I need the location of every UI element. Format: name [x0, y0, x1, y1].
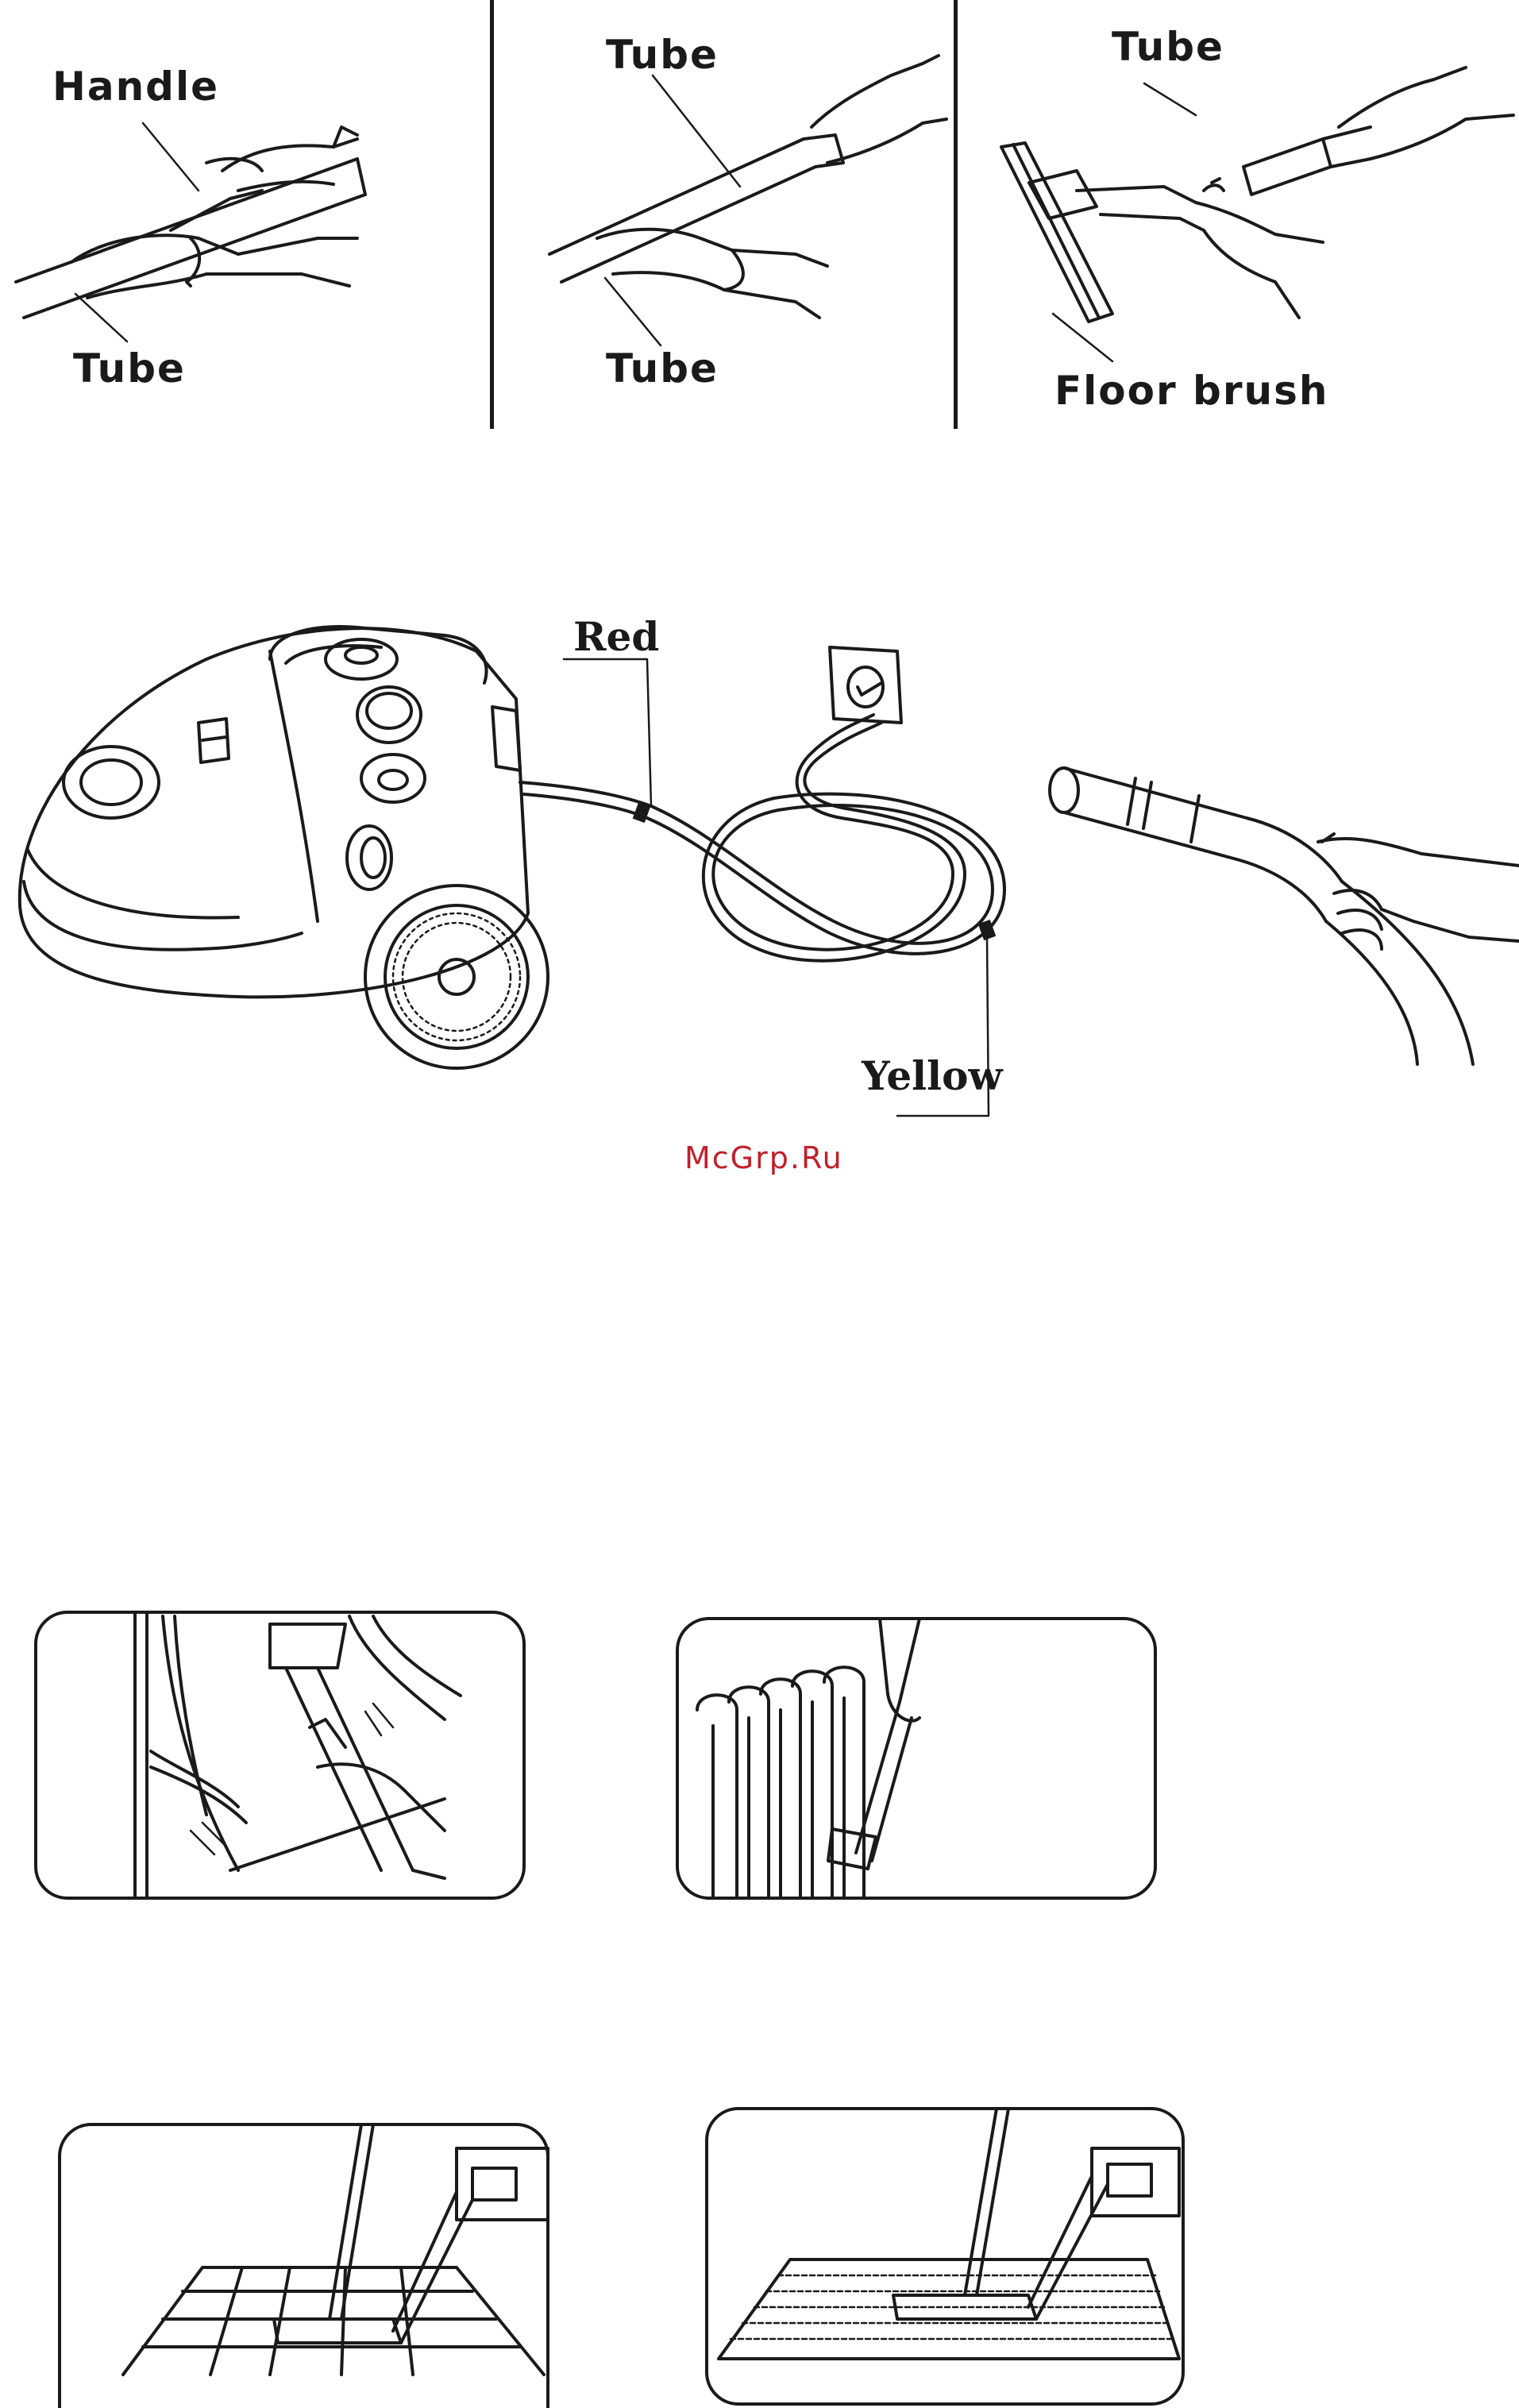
steam-cleaner-illustration — [0, 604, 1032, 1128]
step1-label-tube: Tube — [73, 345, 186, 392]
assembly-step3-illustration — [958, 0, 1513, 429]
scene-tile-floor — [60, 2121, 548, 2408]
step3-label-tube: Tube — [1112, 24, 1224, 70]
cord-label-red: Red — [573, 613, 659, 660]
step3-label-floor-brush: Floor brush — [1054, 368, 1328, 414]
scene-carpet-floor — [703, 2105, 1187, 2408]
watermark: McGrp.Ru — [684, 1140, 843, 1175]
scene-radiator — [673, 1615, 1159, 1902]
cord-label-yellow: Yellow — [862, 1052, 1003, 1099]
step2-label-tube-top: Tube — [606, 32, 719, 78]
hose-handle-illustration — [1040, 754, 1519, 1072]
assembly-step2-illustration — [494, 0, 954, 429]
step1-label-handle: Handle — [52, 64, 219, 110]
step2-label-tube-bottom: Tube — [606, 345, 719, 392]
scene-curtain — [32, 1608, 528, 1902]
